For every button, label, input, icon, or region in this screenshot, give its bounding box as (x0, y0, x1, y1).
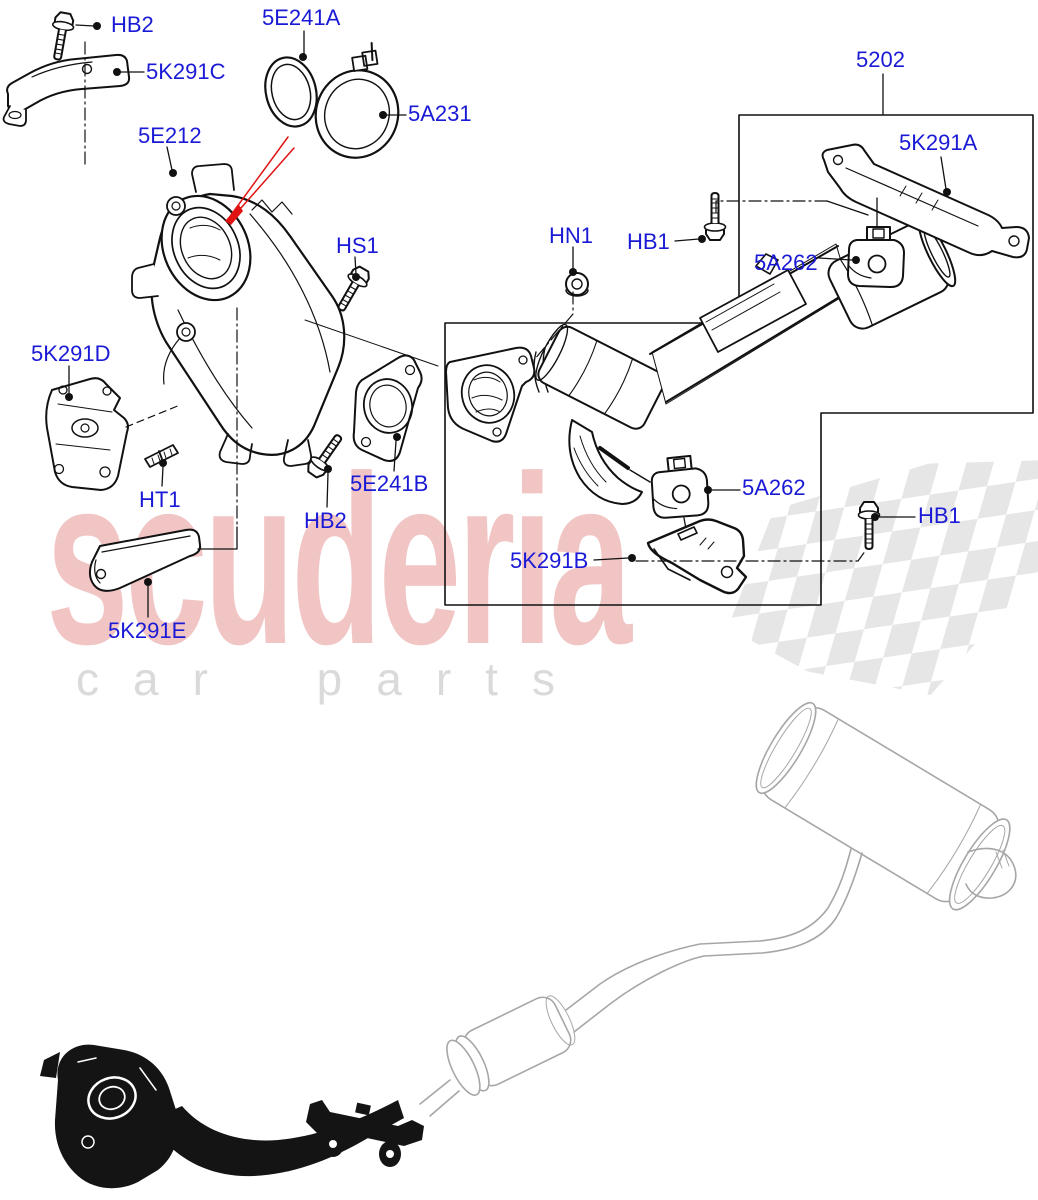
bolt-hb1-left-drawing (703, 192, 727, 241)
part-label-hn1: HN1 (549, 223, 594, 248)
part-label-5e241b: 5E241B (350, 471, 429, 496)
part-label-hb2-lower: HB2 (304, 508, 347, 533)
gasket-ring-5e241a-drawing (264, 56, 318, 128)
clamp-5a231-drawing (314, 42, 400, 159)
part-label-5k291a: 5K291A (899, 130, 978, 155)
part-label-5e241a: 5E241A (262, 5, 341, 30)
part-label-5202: 5202 (856, 47, 905, 72)
bracket-5k291b-drawing (646, 518, 748, 595)
part-label-5a231: 5A231 (408, 101, 472, 126)
part-label-5a262-lower: 5A262 (742, 475, 806, 500)
part-label-5k291b: 5K291B (510, 548, 589, 573)
bolt-hb1-right-drawing (857, 501, 881, 550)
bracket-5k291d-drawing (45, 377, 129, 491)
part-label-5a262-upper: 5A262 (754, 250, 818, 275)
leader-lines (65, 22, 951, 618)
part-label-hs1: HS1 (336, 233, 379, 258)
part-label-hb1-right: HB1 (918, 503, 961, 528)
stud-hs1-drawing (330, 262, 375, 317)
gasket-5e241b-drawing (352, 354, 423, 462)
part-label-hb2-upper: HB2 (111, 12, 154, 37)
nut-hn1-drawing (565, 272, 589, 297)
part-label-hb1-left: HB1 (627, 229, 670, 254)
part-label-5k291e: 5K291E (108, 618, 187, 643)
part-label-5k291d: 5K291D (31, 341, 111, 366)
red-pointer-arrows (225, 136, 295, 225)
bolt-hb2-upper-drawing (45, 10, 77, 63)
bracket-5k291a-drawing (821, 143, 1030, 259)
intermediate-pipe-ghost-drawing (419, 848, 863, 1117)
part-label-ht1: HT1 (139, 487, 181, 512)
rear-silencer-ghost-drawing (755, 701, 1017, 911)
brand-tagline-watermark: car parts (76, 653, 589, 705)
heat-shield-5k291e-drawing (88, 528, 202, 592)
highlighted-downpipe-silhouette (40, 1044, 424, 1189)
part-label-5k291c: 5K291C (146, 59, 226, 84)
bracket-5k291c-drawing (2, 53, 131, 127)
part-label-5e212: 5E212 (138, 123, 202, 148)
stud-ht1-drawing (144, 444, 179, 468)
group-box-5202 (444, 73, 1034, 606)
mount-5a262-lower-drawing (647, 453, 712, 521)
